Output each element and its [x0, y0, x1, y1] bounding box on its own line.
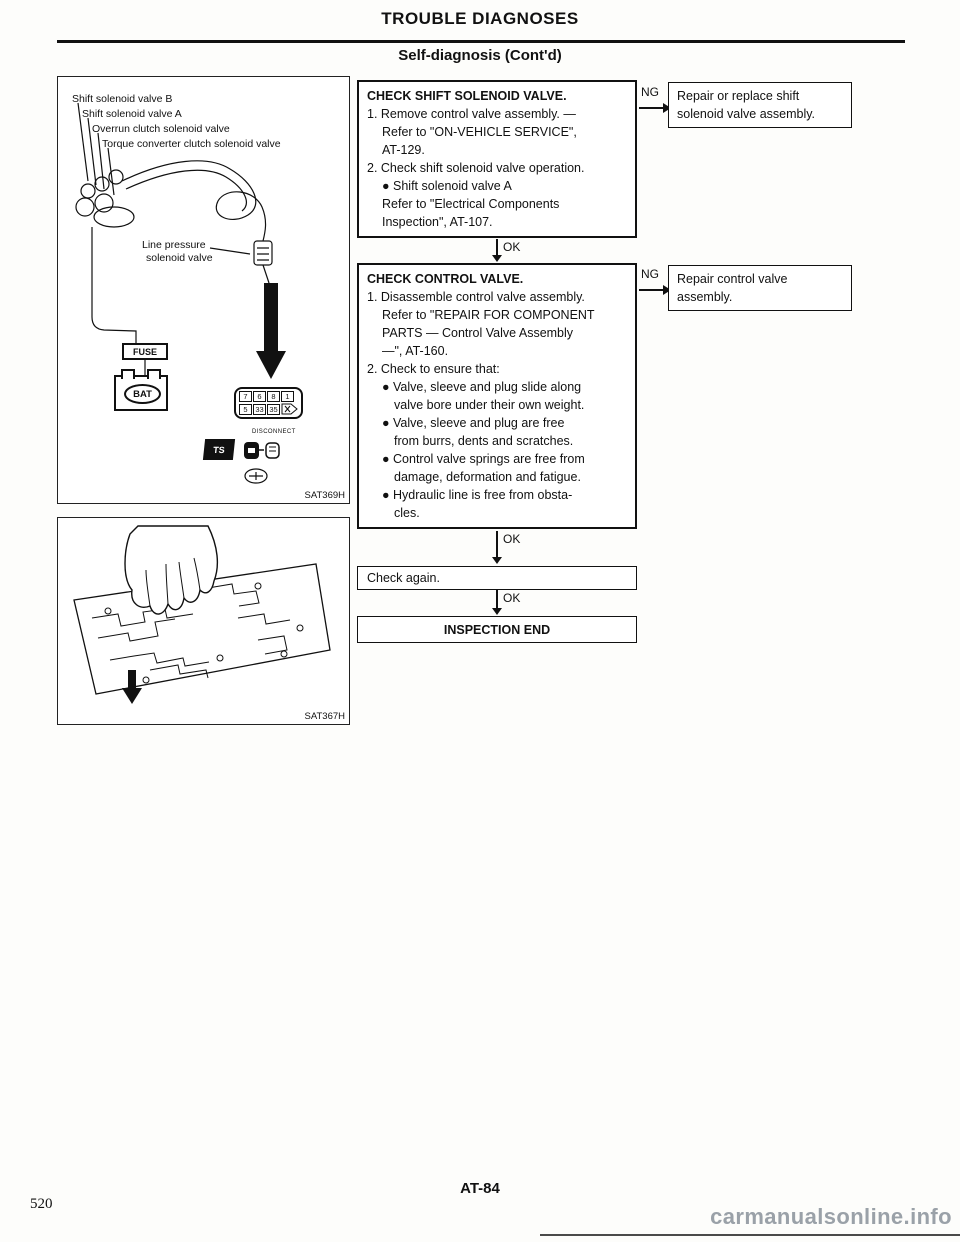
callout-label: Overrun clutch solenoid valve: [92, 123, 230, 135]
line-pressure-label: Line pressure: [142, 239, 206, 251]
flow-line: ● Shift solenoid valve A: [382, 179, 512, 193]
check-again-label: Check again.: [367, 571, 440, 585]
flow-line: —", AT-160.: [382, 344, 449, 358]
flow-line: 2. Check to ensure that:: [367, 362, 500, 376]
check-again-box: Check again.: [357, 566, 637, 590]
repair-line: Repair control valve: [677, 272, 788, 286]
ng-arrow: NG: [639, 267, 671, 295]
pin-cell: 6: [253, 391, 266, 402]
pin-cell: 33: [253, 403, 266, 415]
valve-body-illustration: [73, 525, 331, 704]
flow-line: 1. Disassemble control valve assembly.: [367, 290, 585, 304]
ok-label: OK: [503, 240, 521, 254]
repair-control-valve-box: Repair control valve assembly.: [668, 265, 852, 311]
disconnect-connector-icon: [244, 442, 280, 459]
flow-line: 2. Check shift solenoid valve operation.: [367, 161, 585, 175]
fuse-box: FUSE: [122, 343, 168, 360]
inspection-end-label: INSPECTION END: [443, 622, 551, 637]
step-title: CHECK SHIFT SOLENOID VALVE.: [367, 89, 567, 103]
ts-tool-icon: TS: [202, 439, 236, 460]
inspection-end-box: INSPECTION END: [357, 616, 637, 643]
battery-label: BAT: [124, 384, 161, 404]
watermark: carmanualsonline.info: [710, 1204, 952, 1229]
line-pressure-label: solenoid valve: [146, 252, 213, 264]
check-control-valve-box: CHECK CONTROL VALVE. 1. Disassemble cont…: [357, 263, 637, 529]
flow-line: ● Valve, sleeve and plug slide along: [382, 380, 582, 394]
step-title: CHECK CONTROL VALVE.: [367, 272, 524, 286]
ng-arrow: NG: [639, 85, 671, 113]
flow-line: valve bore under their own weight.: [394, 398, 585, 412]
title-rule: [57, 40, 905, 43]
bottom-rule: [540, 1234, 960, 1236]
repair-line: Repair or replace shift: [677, 89, 800, 103]
flow-line: Refer to "REPAIR FOR COMPONENT: [382, 308, 595, 322]
flow-line: ● Valve, sleeve and plug are free: [382, 416, 565, 430]
callout-label: Shift solenoid valve A: [82, 108, 182, 120]
flow-line: 1. Remove control valve assembly. —: [367, 107, 576, 121]
check-shift-solenoid-valve-box: CHECK SHIFT SOLENOID VALVE. 1. Remove co…: [357, 80, 637, 238]
figure-ref-code: SAT369H: [304, 490, 345, 501]
ok-label: OK: [503, 532, 521, 546]
page-subtitle: Self-diagnosis (Cont'd): [398, 47, 562, 64]
flow-line: Refer to "Electrical Components: [382, 197, 560, 211]
flow-line: Refer to "ON-VEHICLE SERVICE",: [382, 125, 577, 139]
disconnect-label: DISCONNECT: [252, 429, 296, 435]
flow-line: damage, deformation and fatigue.: [394, 470, 581, 484]
ok-arrow: OK: [492, 239, 520, 262]
ok-arrow: OK: [492, 531, 520, 564]
connector-pin-block: 7 6 8 1 5 33 35: [234, 387, 303, 419]
flow-line: ● Control valve springs are free from: [382, 452, 585, 466]
page-title: TROUBLE DIAGNOSES: [381, 9, 579, 28]
battery-symbol: BAT: [114, 369, 168, 411]
ok-arrow: OK: [492, 590, 520, 615]
pin-row: 7 6 8 1: [239, 391, 298, 402]
flow-line: Inspection", AT-107.: [382, 215, 493, 229]
repair-shift-solenoid-box: Repair or replace shift solenoid valve a…: [668, 82, 852, 128]
callout-label: Torque converter clutch solenoid valve: [102, 138, 281, 150]
figure-valve-body-photo: SAT367H: [57, 517, 350, 725]
repair-line: solenoid valve assembly.: [677, 107, 816, 121]
footer-section-code: AT-84: [460, 1180, 500, 1197]
pin-cell: 5: [239, 403, 252, 415]
flow-line: cles.: [394, 506, 420, 520]
pin-row: 5 33 35: [239, 403, 298, 415]
pin-cell: 1: [281, 391, 294, 402]
pin-cell: 8: [267, 391, 280, 402]
ng-label: NG: [641, 85, 659, 99]
page-number: 520: [30, 1196, 53, 1212]
flow-line: PARTS — Control Valve Assembly: [382, 326, 574, 340]
flow-line: ● Hydraulic line is free from obsta-: [382, 488, 573, 502]
ng-label: NG: [641, 267, 659, 281]
flow-line: from burrs, dents and scratches.: [394, 434, 574, 448]
figure-ref-code: SAT367H: [304, 711, 345, 722]
solenoid-wiring-illustration: [75, 102, 286, 484]
pin-cell: 7: [239, 391, 252, 402]
connector-view-icon: [281, 403, 298, 415]
ok-label: OK: [503, 591, 521, 605]
flow-line: AT-129.: [382, 143, 425, 157]
figure-solenoid-diagram: Shift solenoid valve B Shift solenoid va…: [57, 76, 350, 504]
repair-line: assembly.: [677, 290, 733, 304]
callout-label: Shift solenoid valve B: [72, 93, 173, 105]
pin-cell: 35: [267, 403, 280, 415]
